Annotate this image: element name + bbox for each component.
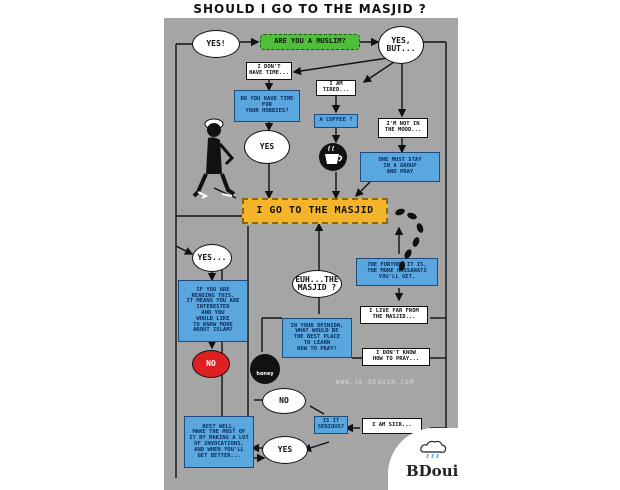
honey-jar-icon: honey [250,354,280,384]
yes-node-2: YES [262,436,308,464]
go-masjid-node: I GO TO THE MASJID [242,198,388,224]
a-coffee-node: A COFFEE ? [314,114,358,128]
no-node-2: NO [262,388,306,414]
yes-node-1: YES [244,130,290,164]
are-you-muslim-node: ARE YOU A MUSLIM? [260,34,360,50]
is-it-serious-node: IS IT SERIOUS? [314,416,348,434]
honey-label: honey [256,371,274,377]
best-place-node: IN YOUR OPINION, WHAT WOULD BE THE BEST … [282,318,352,358]
dont-have-time-node: I DON'T HAVE TIME... [246,62,292,80]
page-title: SHOULD I GO TO THE MASJID ? [193,2,427,16]
flowchart-panel: YES! ARE YOU A MUSLIM? YES, BUT... I DON… [164,18,458,490]
not-in-mood-node: I'M NOT IN THE MOOD... [378,118,428,138]
coffee-cup-icon [319,143,347,171]
live-far-node: I LIVE FAR FROM THE MASJID... [360,306,428,324]
person-figure-icon [192,118,236,199]
yes-excl-node: YES! [192,30,240,58]
reading-this-node: IF YOU ARE READING THIS, IT MEANS YOU AR… [178,280,248,342]
am-tired-node: I AM TIRED... [316,80,356,96]
am-sick-node: I AM SICK... [362,418,422,434]
dont-know-pray-node: I DON'T KNOW HOW TO PRAY... [362,348,430,366]
yes-but-node: YES, BUT... [378,26,424,64]
pray-group-node: ONE MUST STAY IN A GROUP AND PRAY [360,152,440,182]
time-hobbies-node: DO YOU HAVE TIME FOR YOUR HOBBIES? [234,90,300,122]
logo-text: BDouin [406,462,458,480]
euh-masjid-node: EUH...THE MASJID ? [292,270,342,298]
rest-well-node: REST WELL, MAKE THE MOST OF IT BY MAKING… [184,416,254,468]
further-it-is-node: THE FURTHER IT IS, THE MORE HASSANATS YO… [356,258,438,286]
yes-dots-node: YES... [192,244,232,272]
no-red-node: NO [192,350,230,378]
cloud-icon [420,440,447,459]
connector-lines [175,37,447,478]
footprints-icon [395,208,424,271]
watermark: WWW.JE-BDOUIN.COM [336,379,415,386]
